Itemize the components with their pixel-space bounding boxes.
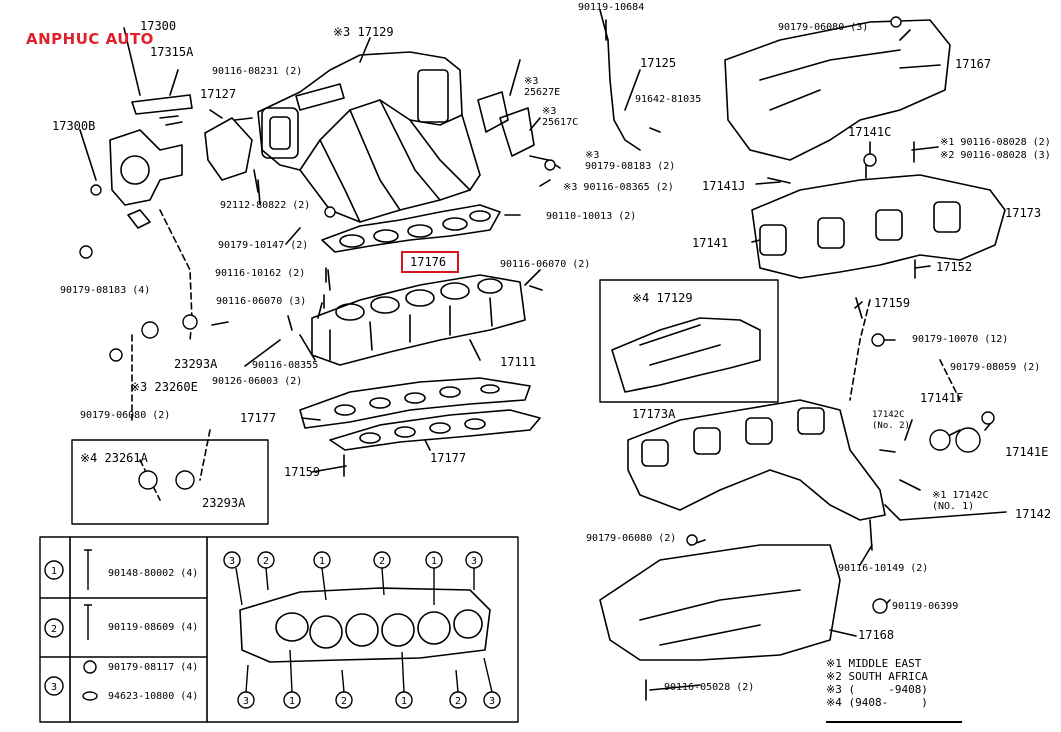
svg-text:3: 3	[471, 556, 477, 567]
label-17159-b: 17159	[284, 465, 321, 479]
svg-text:1: 1	[319, 556, 325, 567]
legend-row-3a: 90179-08117 (4)	[108, 662, 199, 673]
label-90116-08028-3: ※2 90116-08028 (3)	[940, 150, 1051, 161]
svg-text:1: 1	[51, 566, 57, 577]
svg-text:1: 1	[289, 696, 295, 707]
svg-text:3: 3	[489, 696, 495, 707]
label-90179-10070: 90179-10070 (12)	[912, 334, 1009, 345]
note-1: ※1 MIDDLE EAST	[826, 657, 922, 670]
heat-shield-17167	[724, 19, 951, 161]
gaskets-17177	[299, 377, 541, 451]
gasket-17176	[321, 204, 501, 253]
svg-text:3: 3	[243, 696, 249, 707]
label-90179-10147: 90179-10147 (2)	[218, 240, 309, 251]
svg-text:3: 3	[51, 682, 57, 693]
svg-text:2: 2	[455, 696, 461, 707]
label-17141E: 17141E	[1005, 445, 1049, 459]
label-17300B: 17300B	[52, 119, 96, 133]
note-3: ※3 ( -9408)	[826, 683, 928, 696]
label-17141: 17141	[692, 236, 729, 250]
label-90116-10162: 90116-10162 (2)	[215, 268, 306, 279]
label-23293A-b: 23293A	[202, 496, 246, 510]
svg-text:1: 1	[401, 696, 407, 707]
label-17167: 17167	[955, 57, 992, 71]
label-91642-81035: 91642-81035	[635, 94, 702, 105]
egr-pipe	[607, 39, 641, 151]
label-17300: 17300	[140, 19, 177, 33]
label-90179-06080-3: 90179-06080 (3)	[778, 22, 869, 33]
svg-text:3: 3	[229, 556, 235, 567]
label-90116-06070-2: 90116-06070 (2)	[500, 259, 591, 270]
legend-row-1: 90148-80002 (4)	[108, 568, 199, 579]
label-17141C: 17141C	[848, 125, 892, 139]
label-90116-10149: 90116-10149 (2)	[838, 563, 929, 574]
label-17168: 17168	[858, 628, 895, 642]
heat-shield-17168	[599, 544, 841, 661]
label-90116-08231: 90116-08231 (2)	[212, 66, 303, 77]
label-23261A: ※4 23261A	[80, 451, 148, 465]
label-90116-08365: ※3 90116-08365 (2)	[563, 182, 674, 193]
label-17173A: 17173A	[632, 407, 676, 421]
label-17177-a: 17177	[240, 411, 277, 425]
label-17129: ※3 17129	[333, 25, 394, 39]
legend-row-2: 90119-08609 (4)	[108, 622, 199, 633]
label-17173: 17173	[1005, 206, 1042, 220]
label-90116-06070-3: 90116-06070 (3)	[216, 296, 307, 307]
label-17142C-1: ※1 17142C (NO. 1)	[932, 490, 989, 512]
label-17141J: 17141J	[702, 179, 746, 193]
upper-intake-manifold	[257, 51, 481, 223]
label-90179-08183-2: ※3 90179-08183 (2)	[585, 150, 676, 172]
exhaust-manifold-17141	[751, 174, 1006, 279]
label-90179-08059: 90179-08059 (2)	[950, 362, 1041, 373]
label-90116-08355: 90116-08355	[252, 360, 319, 371]
label-23293A-a: 23293A	[174, 357, 218, 371]
label-90116-08028-2: ※1 90116-08028 (2)	[940, 137, 1051, 148]
svg-text:2: 2	[263, 556, 269, 567]
label-17129-inset: ※4 17129	[632, 291, 693, 305]
brand-watermark: ANPHUC AUTO	[26, 30, 154, 48]
label-17142: 17142	[1015, 507, 1052, 521]
note-2: ※2 SOUTH AFRICA	[826, 670, 928, 683]
lower-intake-manifold	[311, 274, 526, 366]
label-17111: 17111	[500, 355, 537, 369]
gasket-25627E	[477, 91, 509, 133]
label-92112-80822: 92112-80822 (2)	[220, 200, 311, 211]
label-17152: 17152	[936, 260, 973, 274]
label-17141F: 17141F	[920, 391, 964, 405]
label-90119-10684: 90119-10684	[578, 2, 645, 13]
svg-text:2: 2	[379, 556, 385, 567]
label-17142C-2: 17142C (No. 2)	[872, 410, 910, 431]
gasket-25617C	[499, 107, 535, 157]
gasket-17127	[204, 117, 253, 181]
note-4: ※4 (9408- )	[826, 696, 928, 709]
svg-text:1: 1	[431, 556, 437, 567]
label-90126-06003: 90126-06003 (2)	[212, 376, 303, 387]
label-17315A: 17315A	[150, 45, 194, 59]
bracket-17315A	[131, 94, 193, 115]
label-17127: 17127	[200, 87, 237, 101]
label-90179-06080-2-b: 90179-06080 (2)	[586, 533, 677, 544]
highlight-box	[401, 251, 459, 273]
label-25627E: ※3 25627E	[524, 76, 561, 98]
svg-text:2: 2	[51, 624, 57, 635]
svg-text:2: 2	[341, 696, 347, 707]
label-17177-b: 17177	[430, 451, 467, 465]
label-90179-06080-2-a: 90179-06080 (2)	[80, 410, 171, 421]
label-17125: 17125	[640, 56, 677, 70]
label-17159-a: 17159	[874, 296, 911, 310]
label-17176: 17176	[410, 255, 447, 269]
exhaust-manifold-17173A	[627, 399, 886, 521]
label-90179-08183-4: 90179-08183 (4)	[60, 285, 151, 296]
label-90119-06399: 90119-06399	[892, 601, 959, 612]
throttle-body	[109, 94, 193, 229]
label-25617C: ※3 25617C	[542, 106, 579, 128]
legend-row-3b: 94623-10800 (4)	[108, 691, 199, 702]
label-90116-05028: 90116-05028 (2)	[664, 682, 755, 693]
region-notes: ※1 MIDDLE EAST ※2 SOUTH AFRICA ※3 ( -940…	[826, 657, 928, 709]
label-90110-10013: 90110-10013 (2)	[546, 211, 637, 222]
label-23260E: ※3 23260E	[130, 380, 198, 394]
